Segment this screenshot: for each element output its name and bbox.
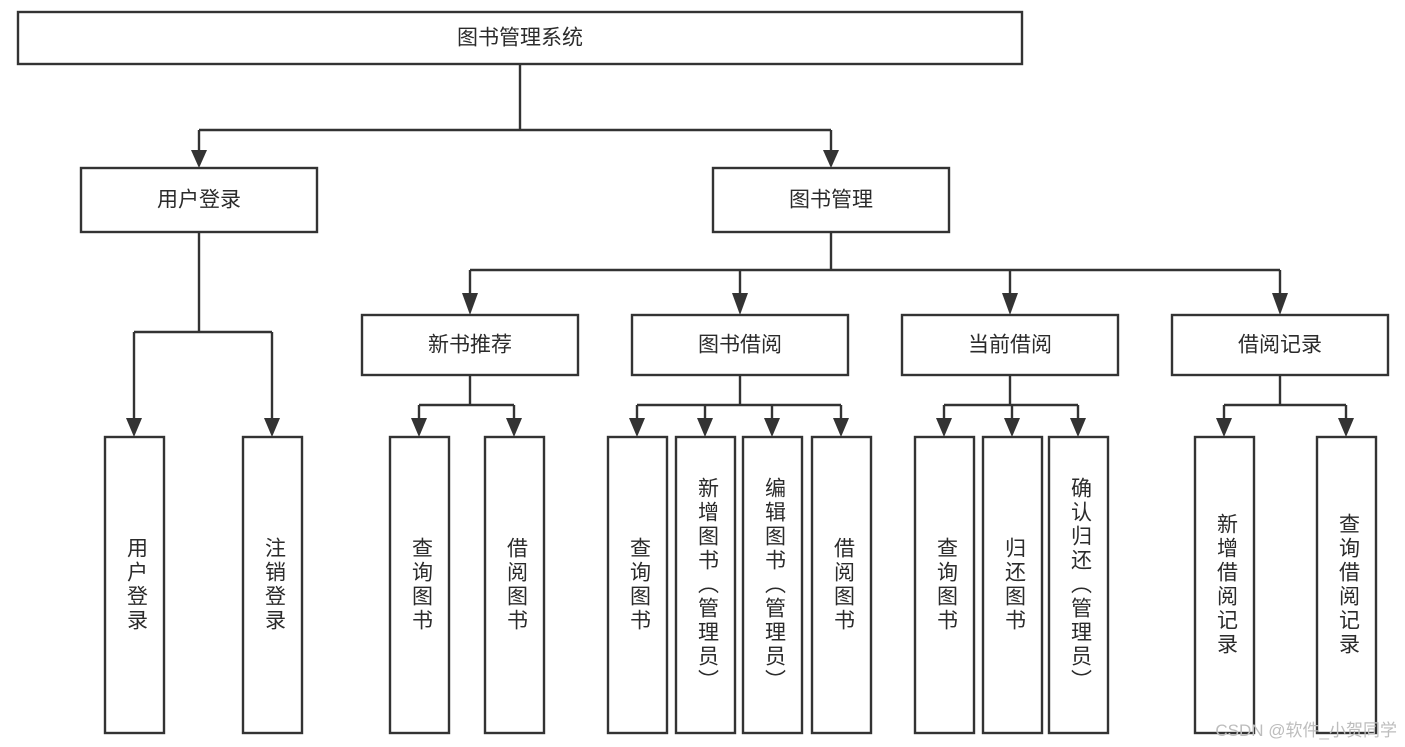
- node-book-management-label: 图书管理: [789, 189, 873, 212]
- leaf-add-borrow-record[interactable]: 新增借阅记录: [1193, 435, 1256, 735]
- leaf-confirm-return-admin-label: 确认归还（管理员）: [1068, 477, 1092, 693]
- leaf-query-book-newbook-label: 查询图书: [409, 537, 433, 633]
- leaf-query-book-newbook-box[interactable]: [388, 435, 451, 735]
- edge-layer: [126, 64, 1354, 437]
- node-new-book-recommend-label: 新书推荐: [428, 334, 512, 357]
- leaf-add-book-admin[interactable]: 新增图书（管理员）: [674, 435, 737, 735]
- node-book-management-box[interactable]: [711, 166, 951, 234]
- node-borrow-record-box[interactable]: [1170, 313, 1390, 377]
- leaf-confirm-return-admin-box[interactable]: [1047, 435, 1110, 735]
- arrow-head-level2-1: [823, 150, 839, 168]
- leaf-return-book-box[interactable]: [981, 435, 1044, 735]
- leaf-add-borrow-record-box[interactable]: [1193, 435, 1256, 735]
- node-current-borrow-label: 当前借阅: [968, 334, 1052, 357]
- leaf-query-book-borrow[interactable]: 查询图书: [606, 435, 669, 735]
- leaf-edit-book-admin[interactable]: 编辑图书（管理员）: [741, 435, 804, 735]
- leaf-query-book-newbook[interactable]: 查询图书: [388, 435, 451, 735]
- arrow-head-borrow-1: [697, 418, 713, 437]
- leaf-borrow-book-newbook-box[interactable]: [483, 435, 546, 735]
- leaf-logout[interactable]: 注销登录: [241, 435, 304, 735]
- leaf-user-login-label: 用户登录: [124, 537, 148, 633]
- arrow-head-record-0: [1216, 418, 1232, 437]
- node-user-login-box[interactable]: [79, 166, 319, 234]
- leaf-logout-label: 注销登录: [262, 537, 286, 633]
- leaf-query-book-borrow-box[interactable]: [606, 435, 669, 735]
- node-book-borrow-box[interactable]: [630, 313, 850, 377]
- node-new-book-recommend[interactable]: 新书推荐: [360, 313, 580, 377]
- node-new-book-recommend-box[interactable]: [360, 313, 580, 377]
- arrow-head-level2-0: [191, 150, 207, 168]
- arrow-head-level3-1: [732, 293, 748, 315]
- leaf-query-book-current-label: 查询图书: [934, 537, 958, 633]
- node-book-management[interactable]: 图书管理: [711, 166, 951, 234]
- arrow-head-level3-0: [462, 293, 478, 315]
- arrow-head-current-1: [1004, 418, 1020, 437]
- leaf-edit-book-admin-label: 编辑图书（管理员）: [762, 477, 786, 693]
- leaf-user-login-box[interactable]: [103, 435, 166, 735]
- leaf-return-book-label: 归还图书: [1002, 537, 1026, 633]
- arrow-head-record-1: [1338, 418, 1354, 437]
- leaf-confirm-return-admin[interactable]: 确认归还（管理员）: [1047, 435, 1110, 735]
- leaf-query-borrow-record-label: 查询借阅记录: [1336, 513, 1360, 657]
- arrow-head-level3-2: [1002, 293, 1018, 315]
- node-root-label: 图书管理系统: [457, 27, 583, 50]
- leaf-borrow-book-borrow-box[interactable]: [810, 435, 873, 735]
- node-borrow-record[interactable]: 借阅记录: [1170, 313, 1390, 377]
- leaf-query-book-current-box[interactable]: [913, 435, 976, 735]
- leaf-add-book-admin-label: 新增图书（管理员）: [695, 477, 719, 693]
- leaf-query-book-borrow-label: 查询图书: [627, 537, 651, 633]
- node-root[interactable]: 图书管理系统: [16, 10, 1024, 66]
- node-root-box[interactable]: [16, 10, 1024, 66]
- leaf-borrow-book-newbook-label: 借阅图书: [504, 537, 528, 633]
- node-borrow-record-label: 借阅记录: [1238, 334, 1322, 357]
- leaf-logout-box[interactable]: [241, 435, 304, 735]
- node-user-login-label: 用户登录: [157, 189, 241, 212]
- arrow-head-newbook-1: [506, 418, 522, 437]
- leaf-edit-book-admin-box[interactable]: [741, 435, 804, 735]
- arrow-head-current-0: [936, 418, 952, 437]
- arrow-head-borrow-0: [629, 418, 645, 437]
- node-book-borrow-label: 图书借阅: [698, 334, 782, 357]
- node-current-borrow[interactable]: 当前借阅: [900, 313, 1120, 377]
- leaf-query-borrow-record[interactable]: 查询借阅记录: [1315, 435, 1378, 735]
- node-current-borrow-box[interactable]: [900, 313, 1120, 377]
- arrow-head-userlogin-0: [126, 418, 142, 437]
- leaf-query-borrow-record-box[interactable]: [1315, 435, 1378, 735]
- arrow-head-borrow-2: [764, 418, 780, 437]
- leaf-add-book-admin-box[interactable]: [674, 435, 737, 735]
- node-book-borrow[interactable]: 图书借阅: [630, 313, 850, 377]
- arrow-head-userlogin-1: [264, 418, 280, 437]
- leaf-return-book[interactable]: 归还图书: [981, 435, 1044, 735]
- node-user-login[interactable]: 用户登录: [79, 166, 319, 234]
- arrow-head-current-2: [1070, 418, 1086, 437]
- leaf-borrow-book-newbook[interactable]: 借阅图书: [483, 435, 546, 735]
- leaf-query-book-current[interactable]: 查询图书: [913, 435, 976, 735]
- leaf-add-borrow-record-label: 新增借阅记录: [1214, 513, 1238, 657]
- leaf-borrow-book-borrow[interactable]: 借阅图书: [810, 435, 873, 735]
- leaf-user-login[interactable]: 用户登录: [103, 435, 166, 735]
- arrow-head-level3-3: [1272, 293, 1288, 315]
- arrow-head-borrow-3: [833, 418, 849, 437]
- leaf-borrow-book-borrow-label: 借阅图书: [831, 537, 855, 633]
- arrow-head-newbook-0: [411, 418, 427, 437]
